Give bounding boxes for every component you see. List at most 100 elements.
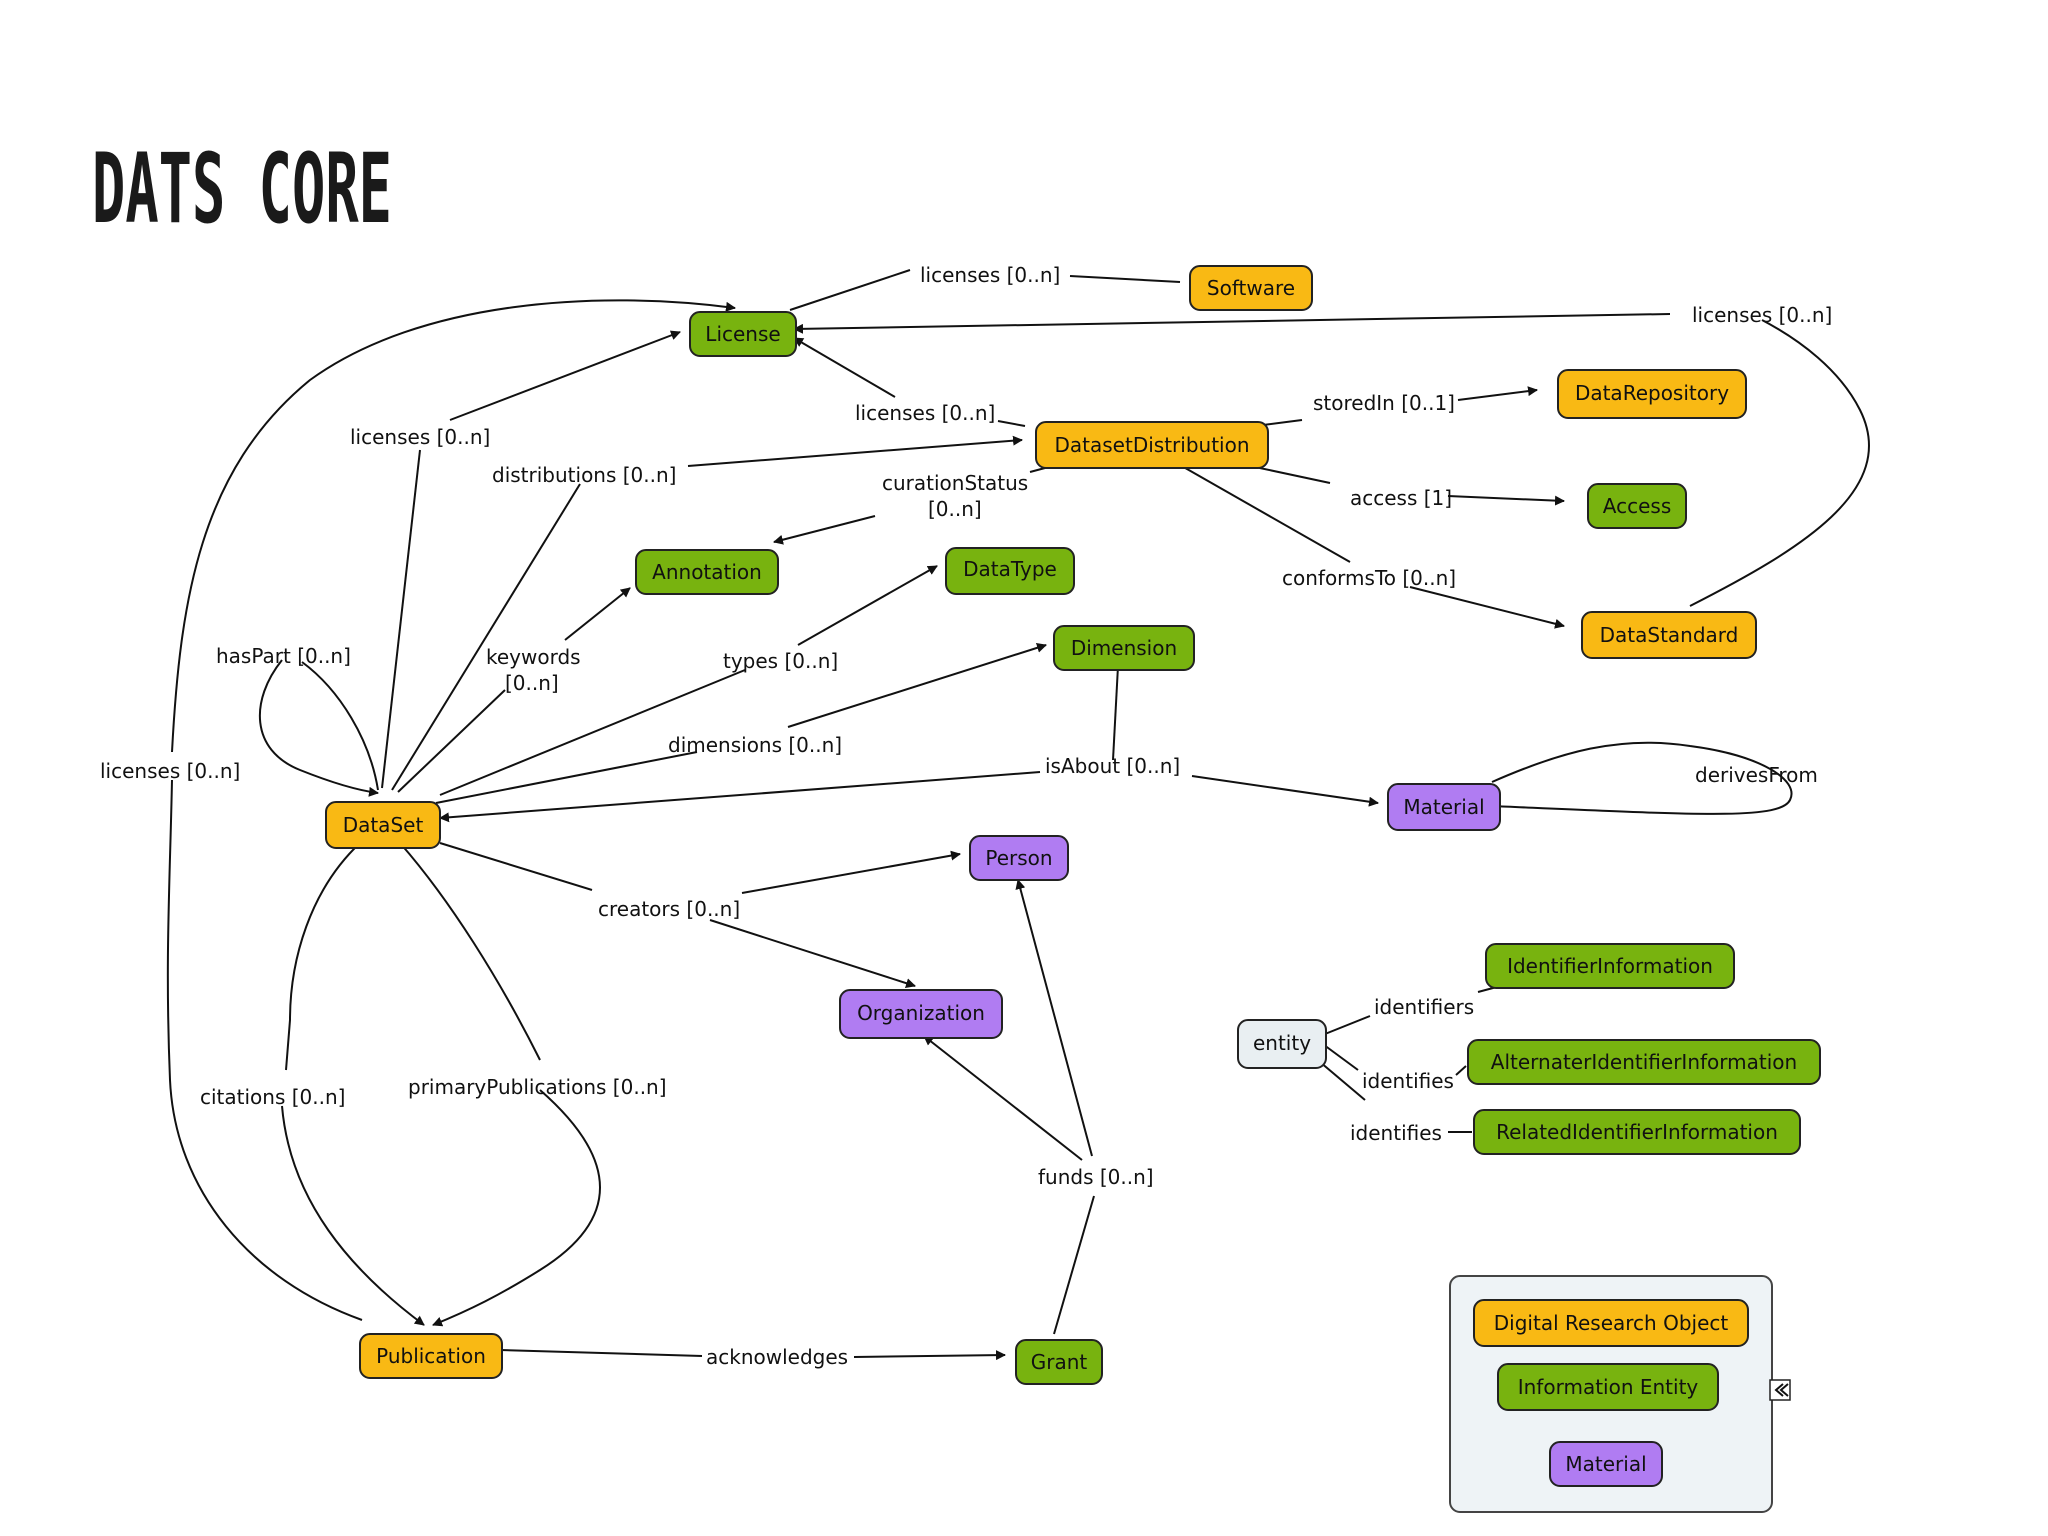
edge-creators-org xyxy=(709,919,916,989)
edge-access-a xyxy=(1254,466,1331,484)
legend-digital-research-object-label: Digital Research Object xyxy=(1494,1311,1729,1335)
label-distributions: distributions [0..n] xyxy=(492,463,676,487)
edge-curation-b xyxy=(773,515,876,545)
node-dataset[interactable]: DataSet xyxy=(325,801,441,849)
legend-digital-research-object: Digital Research Object xyxy=(1473,1299,1749,1347)
node-identifier-information-label: IdentifierInformation xyxy=(1507,954,1713,978)
edge-citations-a xyxy=(285,842,361,1071)
node-data-type-label: DataType xyxy=(963,557,1057,581)
label-software-licenses: licenses [0..n] xyxy=(920,263,1060,287)
node-access[interactable]: Access xyxy=(1587,483,1687,529)
label-creators: creators [0..n] xyxy=(598,897,740,921)
edge-types-a xyxy=(439,669,746,796)
node-data-standard-label: DataStandard xyxy=(1600,623,1739,647)
edge-software-license-b xyxy=(789,269,911,311)
edge-grant-funds xyxy=(1053,1195,1095,1335)
edge-publication-license-a xyxy=(166,779,363,1321)
legend-material: Material xyxy=(1549,1441,1663,1487)
node-dimension[interactable]: Dimension xyxy=(1053,625,1195,671)
label-distribution-licenses: licenses [0..n] xyxy=(855,401,995,425)
label-types: types [0..n] xyxy=(723,649,838,673)
edge-funds-person xyxy=(1015,879,1093,1157)
edge-publication-license-b xyxy=(171,299,736,753)
node-dataset-distribution-label: DatasetDistribution xyxy=(1055,433,1250,457)
node-annotation[interactable]: Annotation xyxy=(635,549,779,595)
node-organization-label: Organization xyxy=(857,1001,985,1025)
node-alternate-identifier-information-label: AlternaterIdentifierInformation xyxy=(1491,1050,1797,1074)
node-material[interactable]: Material xyxy=(1387,783,1501,831)
node-dataset-distribution[interactable]: DatasetDistribution xyxy=(1035,421,1269,469)
legend-information-entity: Information Entity xyxy=(1497,1363,1719,1411)
edge-types-b xyxy=(797,565,938,646)
edge-primarypubs-a xyxy=(399,842,541,1061)
label-primarypublications: primaryPublications [0..n] xyxy=(408,1075,667,1099)
node-person[interactable]: Person xyxy=(969,835,1069,881)
node-grant[interactable]: Grant xyxy=(1015,1339,1103,1385)
edge-haspart xyxy=(258,659,379,797)
label-isabout: isAbout [0..n] xyxy=(1045,754,1180,778)
edge-dataset-distribution-a xyxy=(391,483,581,791)
label-derivesfrom: derivesFrom xyxy=(1695,763,1818,787)
label-dimensions: dimensions [0..n] xyxy=(668,733,842,757)
legend-information-entity-label: Information Entity xyxy=(1518,1375,1699,1399)
node-dimension-label: Dimension xyxy=(1071,636,1177,660)
page-title: DATS CORE xyxy=(92,133,392,245)
label-haspart: hasPart [0..n] xyxy=(216,644,351,668)
node-grant-label: Grant xyxy=(1031,1350,1088,1374)
label-curationstatus-1: curationStatus xyxy=(882,471,1028,495)
node-related-identifier-information[interactable]: RelatedIdentifierInformation xyxy=(1473,1109,1801,1155)
node-data-repository[interactable]: DataRepository xyxy=(1557,369,1747,419)
label-identifies-1: identifies xyxy=(1362,1069,1454,1093)
label-conformsto: conformsTo [0..n] xyxy=(1282,566,1456,590)
edge-creators-person xyxy=(741,850,961,894)
node-alternate-identifier-information[interactable]: AlternaterIdentifierInformation xyxy=(1467,1039,1821,1085)
edge-labels: licenses [0..n] licenses [0..n] licenses… xyxy=(100,263,1832,1369)
label-keywords-1: keywords xyxy=(486,645,581,669)
node-material-label: Material xyxy=(1403,795,1484,819)
nodes: License Software DatasetDistribution Dat… xyxy=(325,265,1821,1385)
edge-primarypubs-b xyxy=(432,1089,601,1327)
node-publication[interactable]: Publication xyxy=(359,1333,503,1379)
edge-acknowledges-a xyxy=(499,1349,703,1357)
node-license[interactable]: License xyxy=(689,311,797,357)
node-related-identifier-information-label: RelatedIdentifierInformation xyxy=(1496,1120,1778,1144)
edge-isabout-dim xyxy=(1112,665,1119,761)
label-publication-licenses: licenses [0..n] xyxy=(100,759,240,783)
label-citations: citations [0..n] xyxy=(200,1085,345,1109)
node-data-standard[interactable]: DataStandard xyxy=(1581,611,1757,659)
label-acknowledges: acknowledges xyxy=(706,1345,848,1369)
node-entity[interactable]: entity xyxy=(1237,1019,1327,1069)
node-person-label: Person xyxy=(985,846,1052,870)
edge-citations-b xyxy=(281,1105,425,1326)
edges xyxy=(166,269,1870,1361)
node-license-label: License xyxy=(705,322,780,346)
node-data-type[interactable]: DataType xyxy=(945,547,1075,595)
label-keywords-2: [0..n] xyxy=(505,671,559,695)
edge-conformsto-b xyxy=(1409,586,1565,629)
edge-distribution-license-b xyxy=(793,337,896,398)
edge-storedin-b xyxy=(1457,386,1538,401)
edge-isabout-dataset xyxy=(439,771,1041,823)
node-identifier-information[interactable]: IdentifierInformation xyxy=(1485,943,1735,989)
edge-funds-org xyxy=(923,1035,1083,1161)
edge-datastandard-license-line xyxy=(793,313,1671,334)
node-organization[interactable]: Organization xyxy=(839,989,1003,1039)
node-access-label: Access xyxy=(1603,494,1671,518)
edge-identifies-2 xyxy=(1319,1061,1366,1101)
node-data-repository-label: DataRepository xyxy=(1575,381,1729,405)
edge-creators-a xyxy=(439,842,593,891)
edge-datastandard-license-curve xyxy=(1689,319,1870,607)
edge-dataset-license-a xyxy=(381,449,421,789)
edge-isabout-material xyxy=(1191,775,1379,807)
edge-dataset-distribution-b xyxy=(687,435,1023,467)
edge-conformsto-a xyxy=(1179,464,1351,563)
double-chevron-left-icon[interactable] xyxy=(1769,1379,1791,1401)
node-software-label: Software xyxy=(1207,276,1295,300)
edge-identifiers xyxy=(1319,1015,1371,1037)
edge-derivesfrom xyxy=(1491,741,1793,815)
edge-dataset-license-b xyxy=(449,330,681,421)
label-storedin: storedIn [0..1] xyxy=(1313,391,1455,415)
edge-keywords-b xyxy=(564,587,631,641)
node-dataset-label: DataSet xyxy=(343,813,424,837)
node-software[interactable]: Software xyxy=(1189,265,1313,311)
